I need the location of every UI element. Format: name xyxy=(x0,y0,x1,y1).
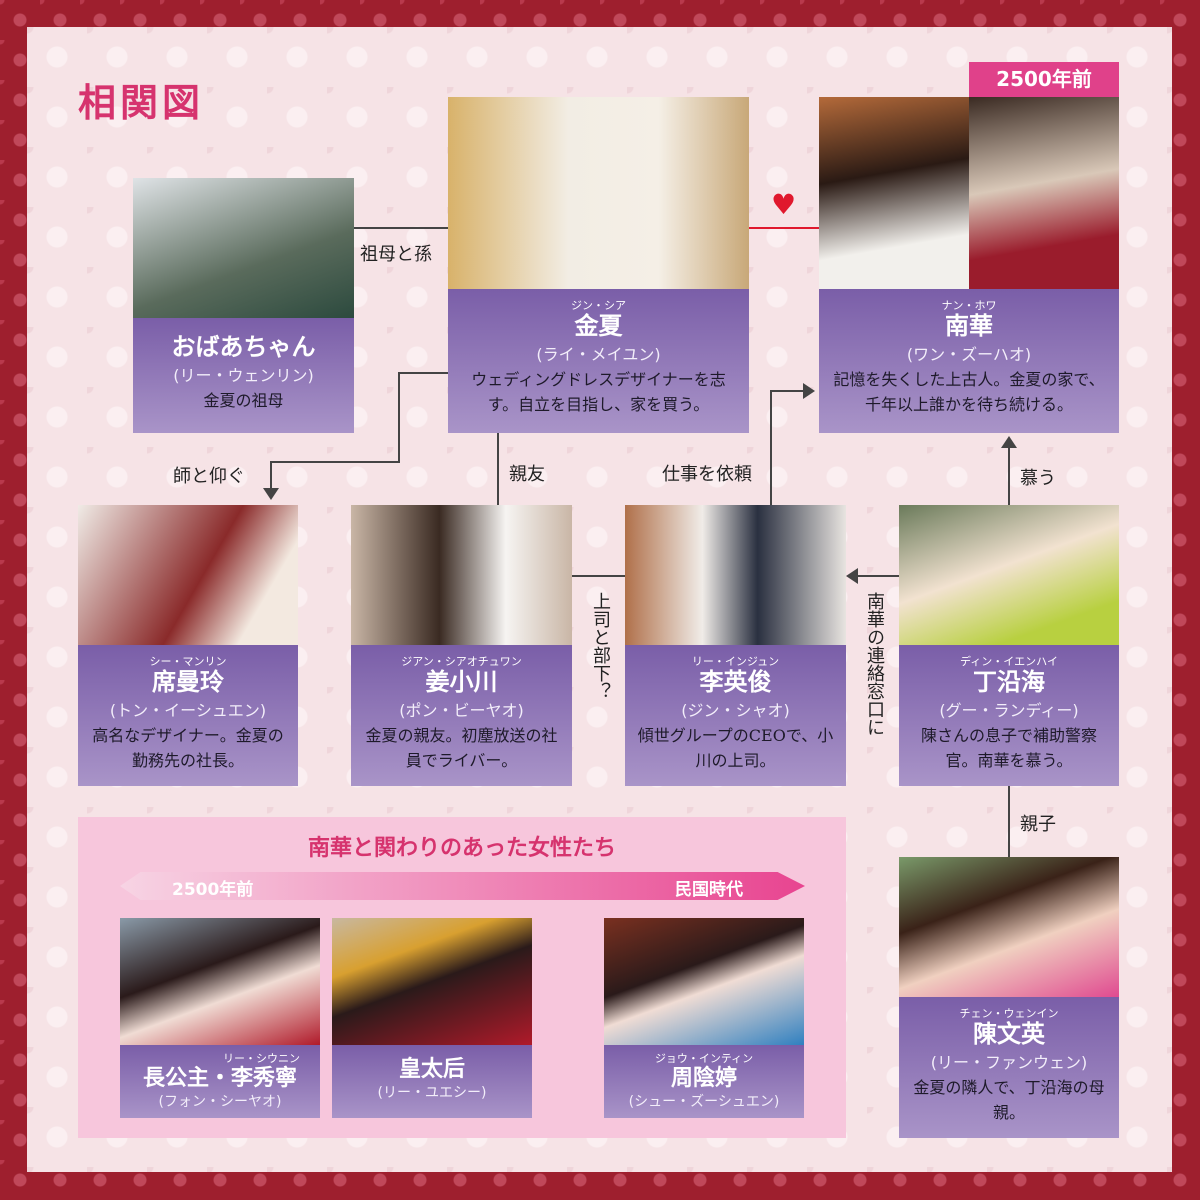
era-badge: 2500年前 xyxy=(969,62,1119,97)
card-grandma[interactable]: おばあちゃん (リー・ウェンリン) 金夏の祖母 xyxy=(133,318,354,433)
actor-name: (シュー・ズーシュエン) xyxy=(628,1094,780,1111)
character-kana: ジアン・シアオチュワン xyxy=(401,655,522,668)
character-name: 席曼玲 xyxy=(152,668,224,696)
nanhua-modern-photo xyxy=(819,97,969,289)
actor-name: (ワン・ズーハオ) xyxy=(906,344,1032,364)
arrow-left-icon xyxy=(846,568,858,584)
ximanling-photo xyxy=(78,505,298,645)
character-kana: チェン・ウェンイン xyxy=(959,1007,1059,1020)
card-chenwenying[interactable]: チェン・ウェンイン 陳文英 (リー・ファンウェン) 金夏の隣人で、丁沿海の母親。 xyxy=(899,997,1119,1138)
card-ximanling[interactable]: シー・マンリン 席曼玲 (トン・イーシュエン) 高名なデザイナー。金夏の勤務先の… xyxy=(78,645,298,786)
character-desc: 傾世グループのCEOで、小川の上司。 xyxy=(637,725,834,771)
actor-name: (トン・イーシュエン) xyxy=(109,700,267,720)
woman-photo-3 xyxy=(604,918,804,1045)
connector-parent xyxy=(1008,786,1010,857)
love-line xyxy=(749,227,819,229)
connector-mentor xyxy=(270,461,400,463)
character-kana: ジョウ・インティン xyxy=(654,1052,754,1065)
era-start: 2500年前 xyxy=(172,880,254,900)
page-title: 相関図 xyxy=(78,80,205,125)
character-kana: ナン・ホワ xyxy=(941,299,997,312)
card-jinxia[interactable]: ジン・シア 金夏 (ライ・メイユン) ウェディングドレスデザイナーを志す。自立を… xyxy=(448,289,749,433)
card-nanhua[interactable]: ナン・ホワ 南華 (ワン・ズーハオ) 記憶を失くした上古人。金夏の家で、千年以上… xyxy=(819,289,1119,433)
nanhua-ancient-photo xyxy=(969,97,1119,289)
character-name: 南華 xyxy=(945,312,993,340)
connector-grandma xyxy=(354,227,448,229)
card-woman-3[interactable]: ジョウ・インティン 周陰婷 (シュー・ズーシュエン) xyxy=(604,1045,804,1118)
character-desc: 金夏の親友。初塵放送の社員でライバー。 xyxy=(365,725,558,771)
character-name: 丁沿海 xyxy=(973,668,1045,696)
character-name: 周陰婷 xyxy=(670,1066,737,1091)
liyingjun-photo xyxy=(625,505,846,645)
actor-name: (フォン・シーヤオ) xyxy=(158,1094,282,1111)
era-arrow: 2500年前 民国時代 xyxy=(120,872,805,900)
connector-friend xyxy=(497,433,499,505)
connector-mentor xyxy=(270,461,272,491)
relation-admire: 慕う xyxy=(1020,468,1056,489)
actor-name: (リー・ユエシー) xyxy=(377,1085,487,1102)
woman-photo-1 xyxy=(120,918,320,1045)
connector-request xyxy=(770,390,805,392)
woman-photo-2 xyxy=(332,918,532,1045)
arrow-up-icon xyxy=(1001,436,1017,448)
connector-mentor xyxy=(398,372,400,462)
character-name: 皇太后 xyxy=(398,1057,465,1082)
character-desc: 金夏の祖母 xyxy=(203,390,284,410)
jiangxiaochuan-photo xyxy=(351,505,572,645)
chenwenying-photo xyxy=(899,857,1119,997)
actor-name: (ライ・メイユン) xyxy=(536,344,661,364)
character-kana: リー・インジュン xyxy=(691,655,780,668)
character-kana: リー・シウニン xyxy=(223,1052,300,1065)
character-desc: 陳さんの息子で補助警察官。南華を慕う。 xyxy=(920,725,1097,771)
character-desc: 金夏の隣人で、丁沿海の母親。 xyxy=(913,1077,1105,1123)
character-name: おばあちゃん xyxy=(171,333,316,361)
relation-mentor: 師と仰ぐ xyxy=(173,466,245,487)
arrow-right-icon xyxy=(803,383,815,399)
relation-parent: 親子 xyxy=(1020,814,1056,835)
character-name: 金夏 xyxy=(574,312,623,340)
grandma-photo xyxy=(133,178,354,318)
era-end: 民国時代 xyxy=(675,880,743,900)
connector-request xyxy=(770,390,772,505)
character-kana: ディン・イエンハイ xyxy=(960,655,1058,668)
card-jiangxiaochuan[interactable]: ジアン・シアオチュワン 姜小川 (ポン・ビーヤオ) 金夏の親友。初塵放送の社員で… xyxy=(351,645,572,786)
relation-grandma: 祖母と孫 xyxy=(360,244,432,265)
relation-friend: 親友 xyxy=(509,464,545,485)
character-name: 陳文英 xyxy=(973,1020,1045,1048)
character-name: 姜小川 xyxy=(425,668,498,696)
women-section-title: 南華と関わりのあった女性たち xyxy=(307,836,616,861)
character-desc: ウェディングドレスデザイナーを志す。自立を目指し、家を買う。 xyxy=(471,369,726,415)
character-name: 長公主・李秀寧 xyxy=(142,1066,297,1091)
relation-contact: 南華の連絡窓口に xyxy=(864,592,885,736)
card-woman-1[interactable]: リー・シウニン 長公主・李秀寧 (フォン・シーヤオ) xyxy=(120,1045,320,1118)
card-liyingjun[interactable]: リー・インジュン 李英俊 (ジン・シャオ) 傾世グループのCEOで、小川の上司。 xyxy=(625,645,846,786)
connector-boss xyxy=(572,575,625,577)
connector-contact xyxy=(856,575,899,577)
heart-icon: ♥ xyxy=(771,188,797,221)
connector-admire xyxy=(1008,446,1010,505)
dingyanhai-photo xyxy=(899,505,1119,645)
actor-name: (リー・ウェンリン) xyxy=(173,365,314,385)
character-kana: ジン・シア xyxy=(571,299,626,312)
actor-name: (グー・ランディー) xyxy=(939,700,1079,720)
arrow-down-icon xyxy=(263,488,279,500)
connector-mentor xyxy=(398,372,448,374)
character-desc: 高名なデザイナー。金夏の勤務先の社長。 xyxy=(92,725,284,771)
character-desc: 記憶を失くした上古人。金夏の家で、千年以上誰かを待ち続ける。 xyxy=(833,369,1105,415)
character-name: 李英俊 xyxy=(699,668,772,696)
relation-request: 仕事を依頼 xyxy=(662,464,752,485)
actor-name: (リー・ファンウェン) xyxy=(930,1052,1088,1072)
character-kana: シー・マンリン xyxy=(149,655,227,668)
card-woman-2[interactable]: 皇太后 (リー・ユエシー) xyxy=(332,1045,532,1118)
jinxia-photo xyxy=(448,97,749,289)
card-dingyanhai[interactable]: ディン・イエンハイ 丁沿海 (グー・ランディー) 陳さんの息子で補助警察官。南華… xyxy=(899,645,1119,786)
actor-name: (ポン・ビーヤオ) xyxy=(399,700,524,720)
relation-boss: 上司と部下？ xyxy=(590,592,611,700)
actor-name: (ジン・シャオ) xyxy=(681,700,790,720)
